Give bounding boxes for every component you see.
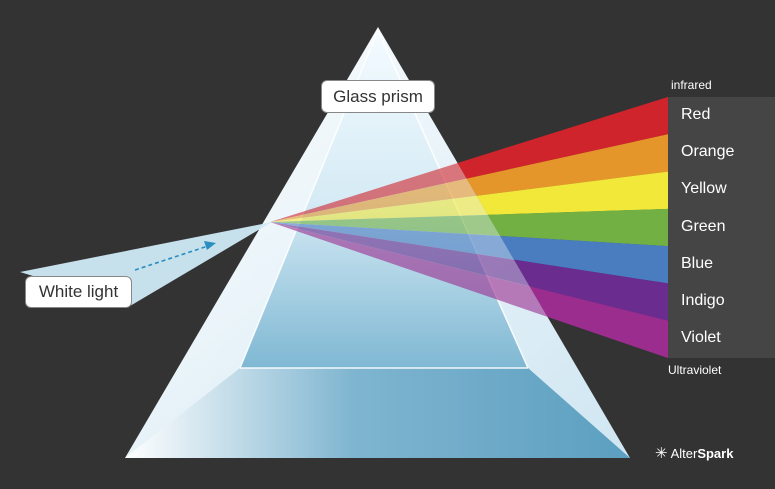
arrow-head-icon: [204, 241, 216, 250]
prism-base-face: [125, 368, 630, 458]
spectrum-label-orange: Orange: [681, 142, 735, 160]
spark-icon: ✳: [655, 445, 668, 462]
infrared-label: infrared: [671, 78, 712, 92]
logo-text-alter: Alter: [670, 445, 698, 461]
spectrum-label-yellow: Yellow: [681, 180, 727, 198]
light-direction-arrow: [134, 245, 209, 271]
ray-orange: [378, 134, 668, 222]
spectrum-label-violet: Violet: [681, 329, 721, 347]
logo-text-spark: Spark: [697, 445, 734, 461]
spectrum-label-indigo: Indigo: [681, 292, 725, 310]
white-light-label: White light: [25, 276, 132, 308]
ray-yellow: [378, 171, 668, 222]
spectrum-label-panel: [668, 97, 775, 358]
ray-red: [378, 97, 668, 222]
ultraviolet-label: Ultraviolet: [668, 363, 722, 377]
spectrum-label-green: Green: [681, 217, 726, 235]
spectrum-label-red: Red: [681, 105, 711, 123]
spectrum-label-blue: Blue: [681, 254, 714, 272]
glass-prism-label: Glass prism: [321, 80, 435, 113]
